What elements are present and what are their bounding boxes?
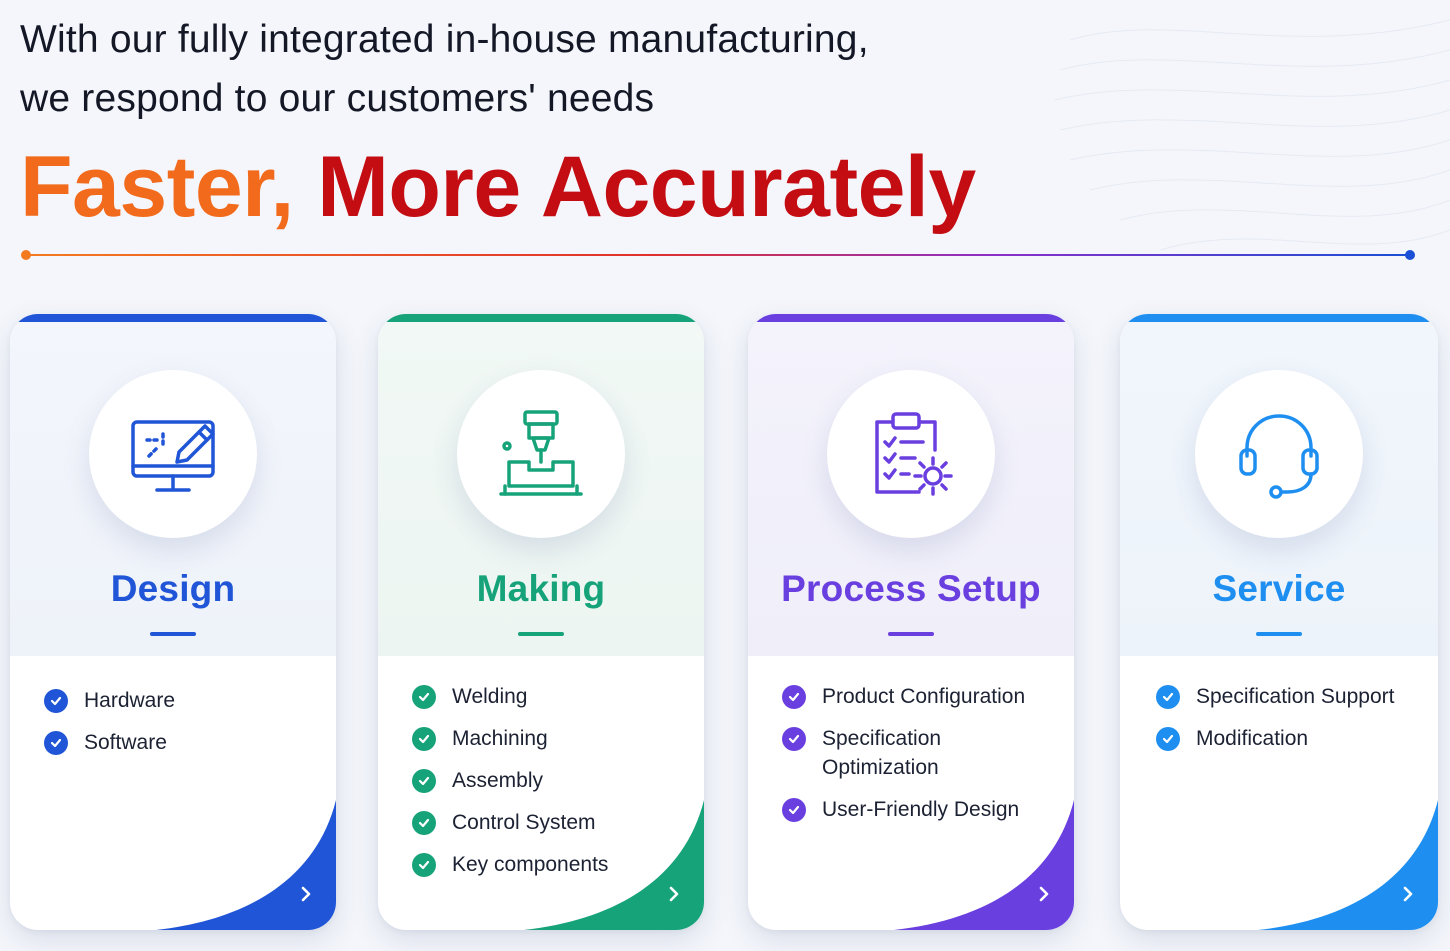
cnc-machine-icon	[499, 410, 583, 496]
card-service-header: Service	[1120, 322, 1438, 656]
list-item: Assembly	[412, 766, 692, 795]
card-service-underline	[1256, 632, 1302, 636]
card-making-icon-circle	[457, 370, 625, 538]
card-design-icon-circle	[89, 370, 257, 538]
check-icon	[782, 685, 806, 709]
list-item: Specification Support	[1156, 682, 1436, 711]
card-making-title: Making	[476, 568, 606, 609]
card-design-topbar	[10, 314, 336, 322]
highlight-more-accurately: More Accurately	[317, 139, 976, 235]
headline: With our fully integrated in-house manuf…	[20, 10, 1120, 232]
item-label: Software	[84, 731, 167, 754]
card-service-topbar	[1120, 314, 1438, 322]
chevron-right-icon[interactable]	[1394, 880, 1422, 908]
card-process-topbar	[748, 314, 1074, 322]
card-making-topbar	[378, 314, 704, 322]
item-label: Welding	[452, 685, 528, 708]
check-icon	[412, 727, 436, 751]
divider-dot-left	[21, 250, 31, 260]
card-design-underline	[150, 632, 196, 636]
card-process-list: Product Configuration Specification Opti…	[782, 682, 1062, 837]
card-process-underline	[888, 632, 934, 636]
headline-line-1: With our fully integrated in-house manuf…	[20, 18, 869, 61]
chevron-right-icon[interactable]	[292, 880, 320, 908]
list-item: Control System	[412, 808, 692, 837]
check-icon	[412, 685, 436, 709]
list-item: Key components	[412, 850, 692, 879]
card-design-corner	[156, 800, 336, 930]
check-icon	[44, 731, 68, 755]
list-item: Machining	[412, 724, 692, 753]
check-icon	[782, 798, 806, 822]
card-service-list: Specification Support Modification	[1156, 682, 1436, 766]
list-item: Welding	[412, 682, 692, 711]
item-label: Hardware	[84, 689, 176, 712]
list-item: Software	[44, 728, 324, 757]
item-label: User-Friendly Design	[822, 798, 1020, 821]
monitor-design-icon	[131, 420, 215, 492]
card-making-underline	[518, 632, 564, 636]
card-process-header: Process Setup	[748, 322, 1074, 656]
item-label: Assembly	[452, 769, 544, 792]
highlight-faster: Faster,	[20, 139, 294, 235]
gradient-divider	[21, 250, 1415, 260]
list-item: Specification Optimization	[782, 724, 1062, 782]
item-label: Key components	[452, 853, 609, 876]
card-making-corner	[524, 800, 704, 930]
list-item: User-Friendly Design	[782, 795, 1062, 824]
card-service[interactable]: Service Specification Support Modificati…	[1120, 314, 1438, 930]
check-icon	[412, 811, 436, 835]
check-icon	[412, 769, 436, 793]
card-design[interactable]: Design Hardware Software	[10, 314, 336, 930]
card-making[interactable]: Making Welding Machining Assembly Cont	[378, 314, 704, 930]
card-process-corner	[894, 800, 1074, 930]
item-label: Product Configuration	[822, 685, 1026, 708]
card-process-icon-circle	[827, 370, 995, 538]
card-service-corner	[1258, 800, 1438, 930]
card-design-list: Hardware Software	[44, 686, 324, 770]
item-label: Specification Support	[1196, 685, 1395, 708]
chevron-right-icon[interactable]	[1030, 880, 1058, 908]
card-making-header: Making	[378, 322, 704, 656]
divider-dot-right	[1405, 250, 1415, 260]
item-label: Control System	[452, 811, 596, 834]
check-icon	[782, 727, 806, 751]
check-icon	[412, 853, 436, 877]
clipboard-gear-icon	[875, 412, 953, 496]
card-service-icon-circle	[1195, 370, 1363, 538]
chevron-right-icon[interactable]	[660, 880, 688, 908]
card-process-title: Process Setup	[781, 568, 1041, 609]
check-icon	[1156, 685, 1180, 709]
headline-line-2: we respond to our customers' needs	[20, 77, 655, 120]
card-process-setup[interactable]: Process Setup Product Configuration Spec…	[748, 314, 1074, 930]
item-label: Modification	[1196, 727, 1309, 750]
card-design-header: Design	[10, 322, 336, 656]
headline-highlight: Faster, More Accurately	[20, 142, 1120, 232]
list-item: Modification	[1156, 724, 1436, 753]
card-making-list: Welding Machining Assembly Control Syste…	[412, 682, 692, 892]
item-label: Specification Optimization	[822, 727, 942, 779]
list-item: Hardware	[44, 686, 324, 715]
item-label: Machining	[452, 727, 548, 750]
list-item: Product Configuration	[782, 682, 1062, 711]
card-design-title: Design	[110, 568, 236, 609]
card-service-title: Service	[1212, 568, 1346, 609]
check-icon	[44, 689, 68, 713]
check-icon	[1156, 727, 1180, 751]
headset-icon	[1239, 414, 1319, 499]
